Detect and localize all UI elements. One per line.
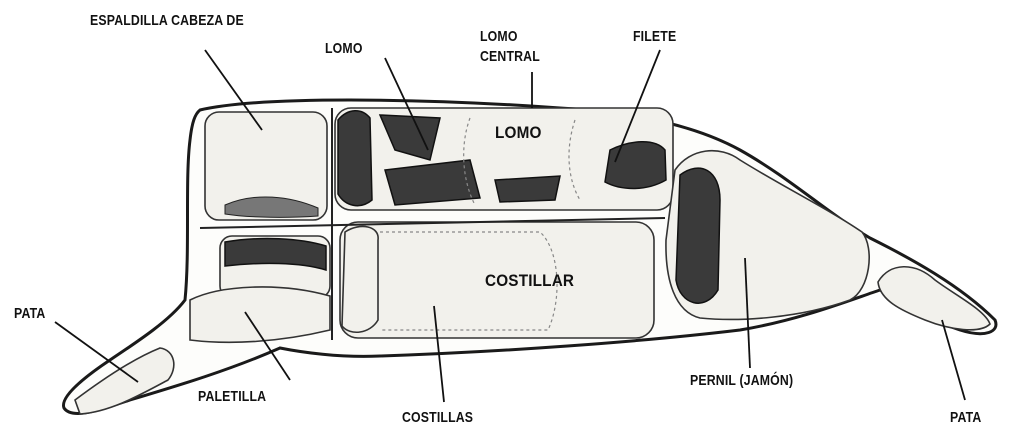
label-lomo-central-line2: CENTRAL <box>480 48 540 66</box>
pernil-meat <box>676 168 720 303</box>
lomo-meat-end <box>338 111 372 206</box>
label-lomo-top: LOMO <box>325 40 363 58</box>
filete-meat <box>605 142 666 189</box>
label-costillas: COSTILLAS <box>402 409 473 427</box>
label-pata-right: PATA <box>950 409 981 427</box>
label-pata-left: PATA <box>14 305 45 323</box>
costillar-end <box>342 226 378 332</box>
label-lomo-central-line1: LOMO <box>480 28 518 46</box>
label-espaldilla: ESPALDILLA CABEZA DE <box>90 12 244 30</box>
label-lomo-inside: LOMO <box>495 124 542 142</box>
label-costillar: COSTILLAR <box>485 272 574 290</box>
label-paletilla: PALETILLA <box>198 388 266 406</box>
label-filete: FILETE <box>633 28 676 46</box>
label-pernil: PERNIL (JAMÓN) <box>690 372 793 390</box>
lomo-marbling-3 <box>495 176 560 202</box>
